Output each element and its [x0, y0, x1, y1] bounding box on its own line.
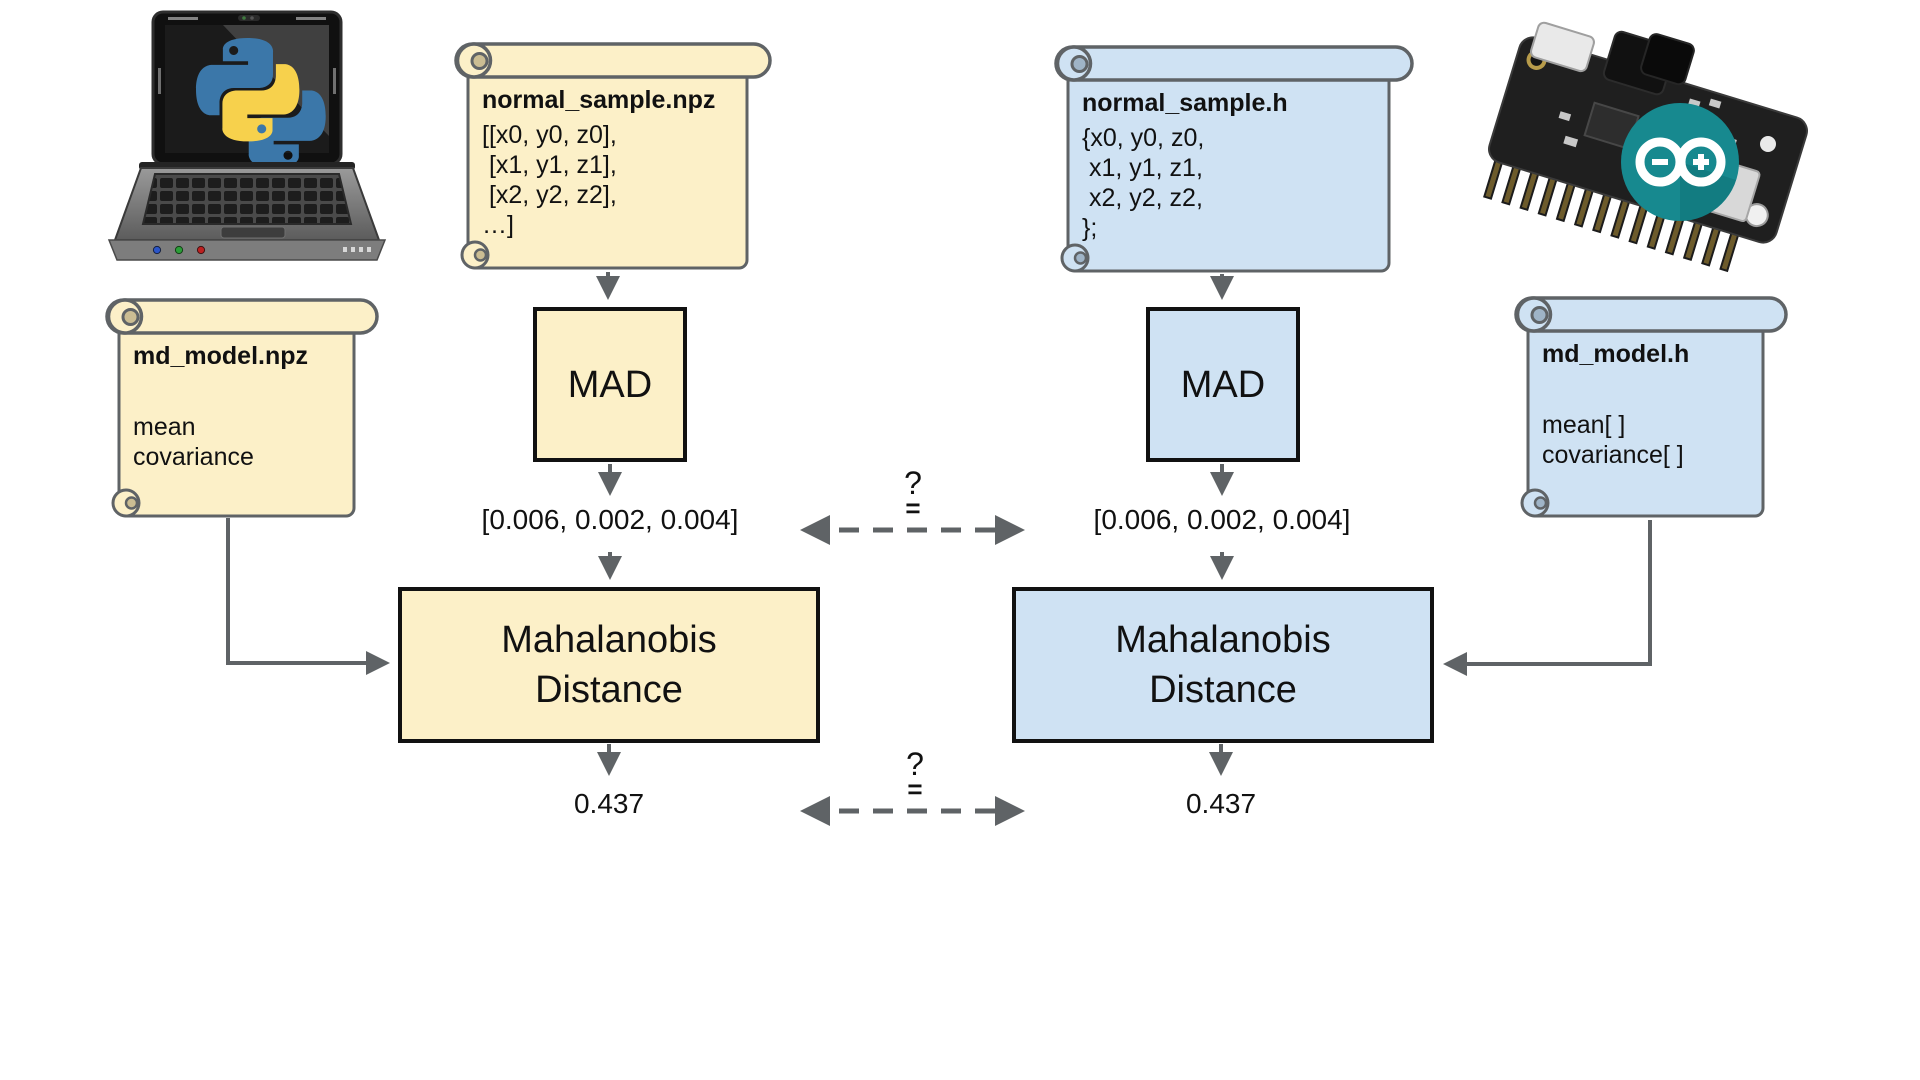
mad-output-arduino: [0.006, 0.002, 0.004] [1093, 504, 1351, 535]
arduino-usb-connector [1529, 21, 1595, 73]
mad-output-python: [0.006, 0.002, 0.004] [481, 504, 739, 535]
scroll-normal-sample-h: normal_sample.h {x0, y0, z0, x1, y1, z1,… [1052, 43, 1416, 277]
scroll-shape [454, 42, 772, 270]
equality-check-bottom: ? = [906, 746, 924, 804]
file-contents: mean[ ] covariance[ ] [1542, 411, 1684, 469]
laptop-port-led-red [196, 245, 206, 255]
arrow-model-to-distance-right [1443, 520, 1652, 676]
distance-result-python: 0.437 [573, 788, 645, 819]
laptop-keyboard [141, 173, 353, 225]
file-contents: mean covariance [133, 413, 254, 471]
file-contents: {x0, y0, z0, x1, y1, z1, x2, y2, z2, }; [1082, 124, 1205, 242]
equality-check-top: ? = [904, 465, 922, 523]
mad-box-python: MAD [533, 307, 687, 462]
scroll-md-model-h: md_model.h mean[ ] covariance[ ] [1512, 294, 1790, 522]
laptop-port-led-blue [152, 245, 162, 255]
file-title: normal_sample.h [1082, 89, 1288, 117]
arrow-model-to-distance-left [226, 518, 390, 675]
scroll-shape [1514, 296, 1788, 518]
arduino-board-illustration [1483, 21, 1808, 273]
file-title: md_model.h [1542, 340, 1690, 368]
python-logo-icon [196, 38, 326, 168]
question-mark: ? [906, 746, 924, 782]
distance-result-arduino: 0.437 [1185, 788, 1257, 819]
mahalanobis-box-python: Mahalanobis Distance [398, 587, 820, 743]
laptop-port-led-green [174, 245, 184, 255]
equals-sign: = [905, 493, 921, 523]
laptop-touchpad [220, 226, 286, 239]
scroll-normal-sample-npz: normal_sample.npz [[x0, y0, z0], [x1, y1… [452, 40, 774, 274]
python-laptop-illustration [107, 10, 387, 261]
mahalanobis-box-arduino: Mahalanobis Distance [1012, 587, 1434, 743]
scroll-shape [1054, 45, 1414, 273]
equals-sign: = [907, 774, 923, 804]
file-title: md_model.npz [133, 342, 309, 370]
mad-box-arduino: MAD [1146, 307, 1300, 462]
file-contents: [[x0, y0, z0], [x1, y1, z1], [x2, y2, z2… [482, 121, 617, 239]
arduino-logo-icon [1621, 103, 1739, 221]
scroll-shape [105, 298, 379, 518]
scroll-md-model-npz: md_model.npz mean covariance [103, 296, 381, 522]
question-mark: ? [904, 465, 922, 501]
file-title: normal_sample.npz [482, 86, 716, 114]
